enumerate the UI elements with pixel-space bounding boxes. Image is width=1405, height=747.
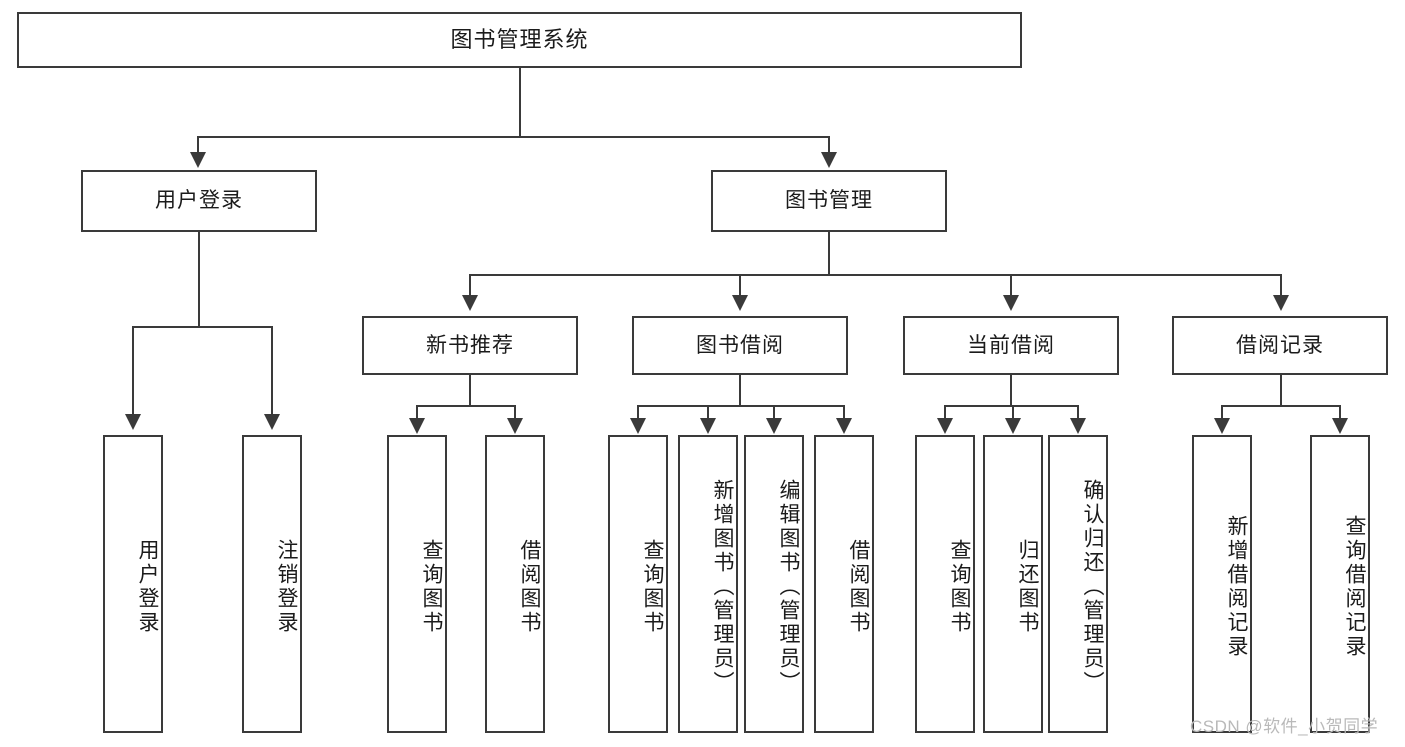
arrow-br-to-add-record xyxy=(1214,418,1230,434)
node-user-login[interactable]: 用户登录 xyxy=(81,170,317,232)
connector-bb-drop-4 xyxy=(843,405,845,419)
node-root-book-management-system[interactable]: 图书管理系统 xyxy=(17,12,1022,68)
leaf-query-book-current[interactable]: 查询图书 xyxy=(915,435,975,733)
connector-root-drop-right xyxy=(828,136,830,154)
arrow-root-to-user-login xyxy=(190,152,206,168)
connector-bm-drop-1 xyxy=(469,274,471,296)
connector-nbr-drop-1 xyxy=(416,405,418,419)
connector-bb-drop-3 xyxy=(773,405,775,419)
connector-bb-stem xyxy=(739,375,741,405)
arrow-bb-to-edit-book xyxy=(766,418,782,434)
connector-user-login-bus xyxy=(132,326,272,328)
arrow-bb-to-borrow-book xyxy=(836,418,852,434)
arrow-root-to-book-management xyxy=(821,152,837,168)
leaf-logout[interactable]: 注销登录 xyxy=(242,435,302,733)
connector-book-management-stem xyxy=(828,232,830,274)
leaf-query-book-borrow[interactable]: 查询图书 xyxy=(608,435,668,733)
connector-br-drop-1 xyxy=(1221,405,1223,419)
leaf-query-borrow-record[interactable]: 查询借阅记录 xyxy=(1310,435,1370,733)
arrow-to-current-borrow xyxy=(1003,295,1019,311)
leaf-borrow-book-recommend[interactable]: 借阅图书 xyxy=(485,435,545,733)
connector-nbr-stem xyxy=(469,375,471,405)
node-new-book-recommend[interactable]: 新书推荐 xyxy=(362,316,578,375)
arrow-to-borrow-record xyxy=(1273,295,1289,311)
leaf-query-book-recommend[interactable]: 查询图书 xyxy=(387,435,447,733)
connector-bb-drop-1 xyxy=(637,405,639,419)
arrow-cb-to-return-book xyxy=(1005,418,1021,434)
node-book-borrow[interactable]: 图书借阅 xyxy=(632,316,848,375)
leaf-confirm-return-admin[interactable]: 确认归还（管理员） xyxy=(1048,435,1108,733)
connector-nbr-bus xyxy=(416,405,515,407)
connector-book-management-bus xyxy=(469,274,1281,276)
node-current-borrow[interactable]: 当前借阅 xyxy=(903,316,1119,375)
watermark-csdn-author: CSDN @软件_小贺同学 xyxy=(1190,717,1379,736)
arrow-bb-to-add-book xyxy=(700,418,716,434)
connector-bb-drop-2 xyxy=(707,405,709,419)
leaf-user-login[interactable]: 用户登录 xyxy=(103,435,163,733)
connector-br-drop-2 xyxy=(1339,405,1341,419)
arrow-to-leaf-user-login xyxy=(125,414,141,430)
node-book-management[interactable]: 图书管理 xyxy=(711,170,947,232)
connector-user-login-drop-2 xyxy=(271,326,273,415)
arrow-bb-to-query-book xyxy=(630,418,646,434)
arrow-br-to-query-record xyxy=(1332,418,1348,434)
connector-user-login-stem xyxy=(198,232,200,326)
connector-br-stem xyxy=(1280,375,1282,405)
leaf-borrow-book[interactable]: 借阅图书 xyxy=(814,435,874,733)
arrow-cb-to-query-book xyxy=(937,418,953,434)
connector-bm-drop-2 xyxy=(739,274,741,296)
connector-root-stem xyxy=(519,68,521,136)
arrow-nbr-to-borrow-book xyxy=(507,418,523,434)
connector-nbr-drop-2 xyxy=(514,405,516,419)
connector-root-drop-left xyxy=(197,136,199,154)
connector-bm-drop-4 xyxy=(1280,274,1282,296)
connector-cb-drop-3 xyxy=(1077,405,1079,419)
connector-cb-drop-1 xyxy=(944,405,946,419)
leaf-return-book[interactable]: 归还图书 xyxy=(983,435,1043,733)
leaf-add-book-admin[interactable]: 新增图书（管理员） xyxy=(678,435,738,733)
connector-cb-stem xyxy=(1010,375,1012,405)
arrow-to-new-book-recommend xyxy=(462,295,478,311)
arrow-nbr-to-query-book xyxy=(409,418,425,434)
connector-cb-bus xyxy=(944,405,1078,407)
leaf-edit-book-admin[interactable]: 编辑图书（管理员） xyxy=(744,435,804,733)
connector-cb-drop-2 xyxy=(1012,405,1014,419)
node-borrow-record[interactable]: 借阅记录 xyxy=(1172,316,1388,375)
arrow-cb-to-confirm-return xyxy=(1070,418,1086,434)
connector-bb-bus xyxy=(637,405,844,407)
connector-br-bus xyxy=(1221,405,1340,407)
arrow-to-book-borrow xyxy=(732,295,748,311)
connector-user-login-drop-1 xyxy=(132,326,134,415)
leaf-add-borrow-record[interactable]: 新增借阅记录 xyxy=(1192,435,1252,733)
connector-root-bus xyxy=(197,136,829,138)
connector-bm-drop-3 xyxy=(1010,274,1012,296)
arrow-to-leaf-logout xyxy=(264,414,280,430)
